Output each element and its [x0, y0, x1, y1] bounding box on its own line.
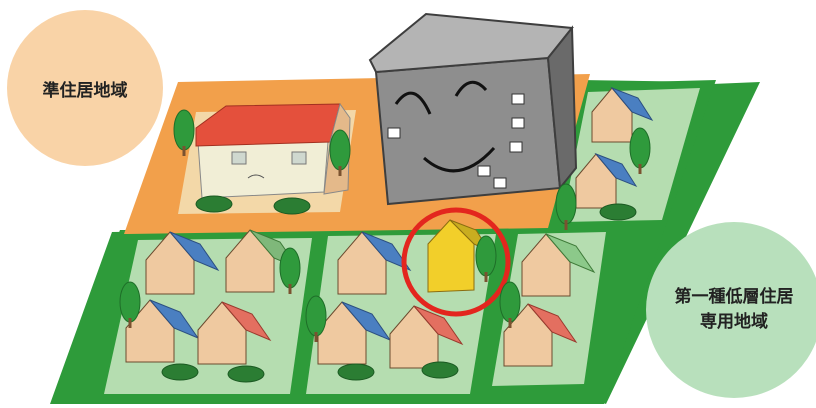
low-rise-zone-text-line1: 第一種低層住居: [675, 285, 794, 310]
quasi-residential-zone-label: 準住居地域: [7, 10, 163, 166]
quasi-residential-zone-text: 準住居地域: [43, 76, 128, 101]
two-storey-house: [196, 104, 350, 198]
tall-building: [370, 14, 576, 204]
low-rise-zone-text-line2: 専用地域: [675, 310, 794, 335]
low-rise-residential-zone-label: 第一種低層住居 専用地域: [646, 222, 816, 398]
